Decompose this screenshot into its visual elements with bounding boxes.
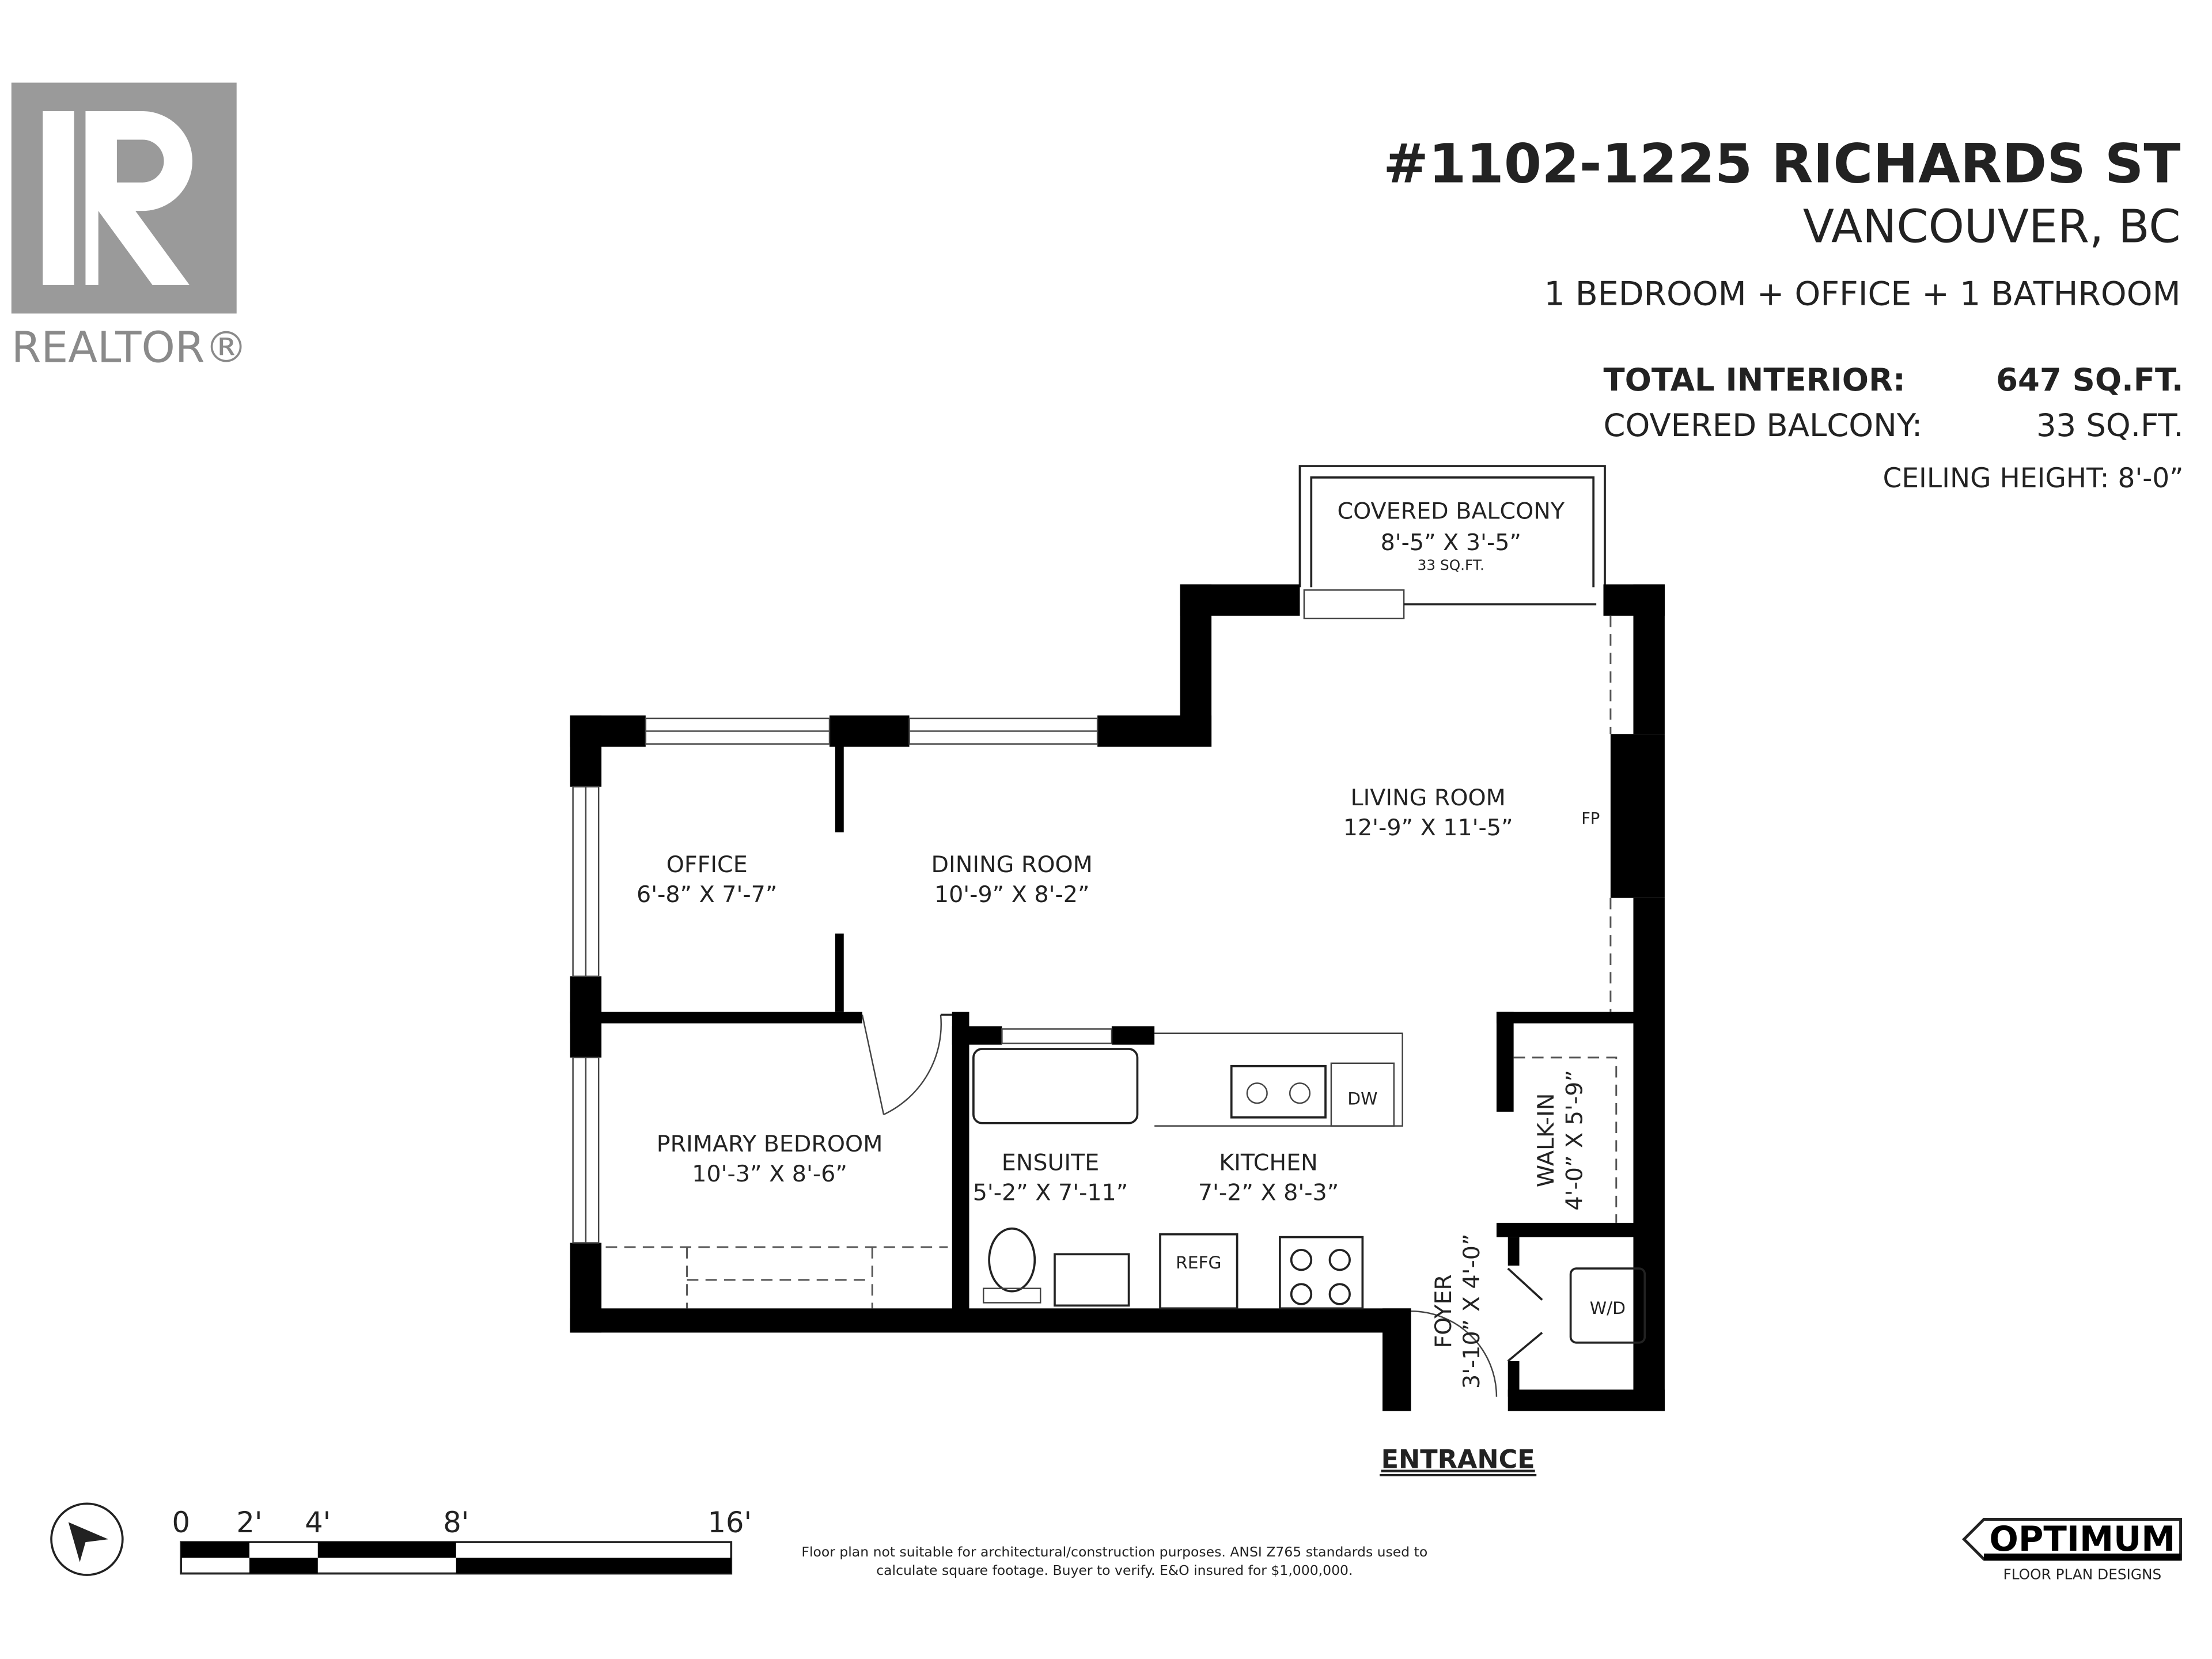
scale-tick: 2' — [236, 1506, 262, 1539]
balcony-dims: 8'-5” X 3'-5” — [1381, 529, 1521, 556]
sink-icon — [1230, 1065, 1327, 1119]
office-name: OFFICE — [666, 851, 748, 878]
foyer-dims: 3'-10” X 4'-0” — [1459, 1234, 1485, 1389]
balcony-value: 33 SQ.FT. — [2036, 407, 2184, 444]
vanity-sink-icon — [1054, 1253, 1130, 1307]
toilet-icon — [988, 1227, 1036, 1293]
walkin-name: WALK-IN — [1533, 1093, 1559, 1187]
kitchen-name: KITCHEN — [1219, 1149, 1318, 1176]
balcony-name: COVERED BALCONY — [1337, 498, 1565, 525]
optimum-tagline: FLOOR PLAN DESIGNS — [2003, 1566, 2161, 1582]
city: VANCOUVER, BC — [1803, 200, 2181, 253]
disclaimer-line1: Floor plan not suitable for architectura… — [801, 1544, 1427, 1560]
scale-tick: 0 — [172, 1506, 190, 1539]
fireplace-label: FP — [1581, 810, 1600, 828]
closet — [605, 1246, 948, 1309]
balcony-label: COVERED BALCONY: — [1604, 407, 1923, 444]
dishwasher-label: DW — [1347, 1089, 1377, 1109]
scale-tick: 8' — [443, 1506, 469, 1539]
fridge — [1159, 1233, 1238, 1310]
address: #1102-1225 RICHARDS ST — [1383, 133, 2180, 196]
walls — [570, 584, 1665, 1411]
dining-room-dims: 10'-9” X 8'-2” — [934, 881, 1090, 908]
svg-text:REALTOR®: REALTOR® — [12, 322, 248, 372]
office-dims: 6'-8” X 7'-7” — [637, 881, 777, 908]
ensuite-name: ENSUITE — [1002, 1149, 1100, 1176]
ensuite-dims: 5'-2” X 7'-11” — [973, 1179, 1128, 1206]
windows — [572, 615, 1612, 1244]
washer-dryer-label: W/D — [1590, 1298, 1626, 1319]
realtor-logo: REALTOR® — [11, 82, 248, 372]
ceiling-height: CEILING HEIGHT: 8'-0” — [1883, 463, 2184, 494]
entry-door — [1411, 1310, 1498, 1397]
bedroom-dims: 10'-3” X 8'-6” — [692, 1161, 847, 1187]
total-interior-value: 647 SQ.FT. — [1996, 361, 2183, 398]
balcony-area: 33 SQ.FT. — [1418, 557, 1484, 574]
kitchen-dims: 7'-2” X 8'-3” — [1198, 1179, 1339, 1206]
stove-icon — [1279, 1236, 1364, 1310]
washer-dryer — [1569, 1267, 1646, 1344]
scale-tick: 4' — [305, 1506, 331, 1539]
disclaimer-line2: calculate square footage. Buyer to verif… — [876, 1562, 1353, 1578]
foyer-name: FOYER — [1430, 1274, 1457, 1348]
total-interior-label: TOTAL INTERIOR: — [1604, 361, 1906, 398]
bathtub — [972, 1048, 1139, 1124]
fridge-label: REFG — [1176, 1253, 1221, 1273]
kitchen-counter — [1154, 1032, 1403, 1127]
bedroom-name: PRIMARY BEDROOM — [657, 1131, 883, 1157]
living-room-name: LIVING ROOM — [1351, 785, 1506, 811]
entrance-label: ENTRANCE — [1381, 1444, 1535, 1474]
north-arrow-icon — [50, 1502, 124, 1576]
bedroom-door — [861, 1014, 942, 1115]
optimum-logo: OPTIMUM FLOOR PLAN DESIGNS — [1961, 1518, 2183, 1582]
scale-bar: 0 2' 4' 8' 16' — [172, 1506, 752, 1575]
scale-tick: 16' — [708, 1506, 752, 1539]
optimum-name: OPTIMUM — [1989, 1520, 2175, 1559]
unit-summary: 1 BEDROOM + OFFICE + 1 BATHROOM — [1544, 275, 2180, 313]
living-room-dims: 12'-9” X 11'-5” — [1343, 815, 1513, 841]
dining-room-name: DINING ROOM — [931, 851, 1093, 878]
balcony — [1298, 465, 1606, 620]
walkin-dims: 4'-0” X 5'-9” — [1561, 1070, 1588, 1210]
